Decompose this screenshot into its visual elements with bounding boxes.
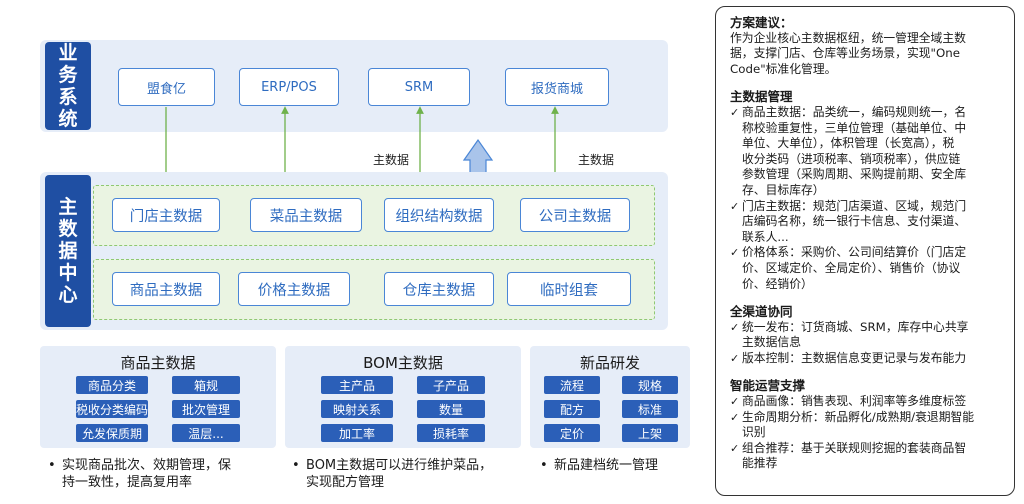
- mdm-box-price[interactable]: 价格主数据: [238, 272, 350, 306]
- big-up-arrow-icon: [462, 138, 494, 179]
- chip[interactable]: 标准: [622, 400, 678, 418]
- panel-new-product-rd: 新品研发 流程 规格 配方 标准 定价 上架: [530, 346, 690, 448]
- panel-title: 新品研发: [579, 354, 640, 372]
- check-item: 商品画像：销售表现、利润率等多维度标签: [730, 394, 1004, 410]
- mdm-box-org[interactable]: 组织结构数据: [384, 198, 494, 232]
- intro-text: 作为企业核心主数据枢纽，统一管理全域主数 据，支撑门店、仓库等业务场景，实现"O…: [730, 30, 966, 76]
- chip[interactable]: 规格: [622, 376, 678, 394]
- chip[interactable]: 上架: [622, 424, 678, 442]
- mdm-box-product[interactable]: 商品主数据: [112, 272, 220, 306]
- panel-product-master: 商品主数据 商品分类 箱规 税收分类编码 批次管理 允发保质期 温层...: [40, 346, 276, 448]
- flow-label-left: 主数据: [373, 153, 410, 167]
- flow-label-right: 主数据: [578, 153, 615, 167]
- chip[interactable]: 批次管理: [172, 400, 240, 418]
- chip[interactable]: 允发保质期: [76, 424, 148, 442]
- chip[interactable]: 数量: [417, 400, 485, 418]
- chip[interactable]: 子产品: [417, 376, 485, 394]
- mdm-box-warehouse[interactable]: 仓库主数据: [384, 272, 494, 306]
- mdm-box-store[interactable]: 门店主数据: [112, 198, 220, 232]
- chip[interactable]: 主产品: [321, 376, 393, 394]
- business-systems-label: 业务 系统: [45, 42, 91, 130]
- panel-bom-bullet: •BOM主数据可以进行维护菜品， 实现配方管理: [292, 458, 493, 490]
- mdm-box-company[interactable]: 公司主数据: [520, 198, 630, 232]
- section-title-omnichannel: 全渠道协同: [730, 304, 793, 320]
- section-title-smart-ops: 智能运营支撑: [730, 378, 806, 394]
- chip[interactable]: 加工率: [321, 424, 393, 442]
- chip[interactable]: 商品分类: [76, 376, 148, 394]
- chip[interactable]: 流程: [544, 376, 600, 394]
- chip[interactable]: 温层...: [172, 424, 240, 442]
- chip[interactable]: 税收分类编码: [76, 400, 148, 418]
- system-box-mengshiyi[interactable]: 盟食亿: [118, 68, 215, 106]
- mdm-center-label: 主数 据中 心: [45, 175, 91, 327]
- solution-sidebar: 方案建议： 作为企业核心主数据枢纽，统一管理全域主数 据，支撑门店、仓库等业务场…: [715, 6, 1015, 496]
- panel-product-bullet: •实现商品批次、效期管理，保 持一致性，提高复用率: [48, 458, 232, 490]
- panel-bom-master: BOM主数据 主产品 子产品 映射关系 数量 加工率 损耗率: [285, 346, 521, 448]
- intro-title: 方案建议：: [730, 15, 793, 30]
- mdm-box-dish[interactable]: 菜品主数据: [250, 198, 362, 232]
- chip[interactable]: 箱规: [172, 376, 240, 394]
- system-box-srm[interactable]: SRM: [368, 68, 470, 106]
- panel-title: BOM主数据: [363, 354, 443, 372]
- panel-title: 商品主数据: [120, 354, 196, 372]
- panel-rd-bullet: •新品建档统一管理: [540, 458, 659, 473]
- chip[interactable]: 损耗率: [417, 424, 485, 442]
- check-item: 版本控制：主数据信息变更记录与发布能力: [730, 351, 1004, 367]
- section-title-mdm: 主数据管理: [730, 89, 793, 105]
- system-box-order-mall[interactable]: 报货商城: [505, 68, 609, 106]
- system-box-erp-pos[interactable]: ERP/POS: [239, 68, 339, 106]
- chip[interactable]: 映射关系: [321, 400, 393, 418]
- chip[interactable]: 定价: [544, 424, 600, 442]
- mdm-box-temp-combo[interactable]: 临时组套: [507, 272, 631, 306]
- chip[interactable]: 配方: [544, 400, 600, 418]
